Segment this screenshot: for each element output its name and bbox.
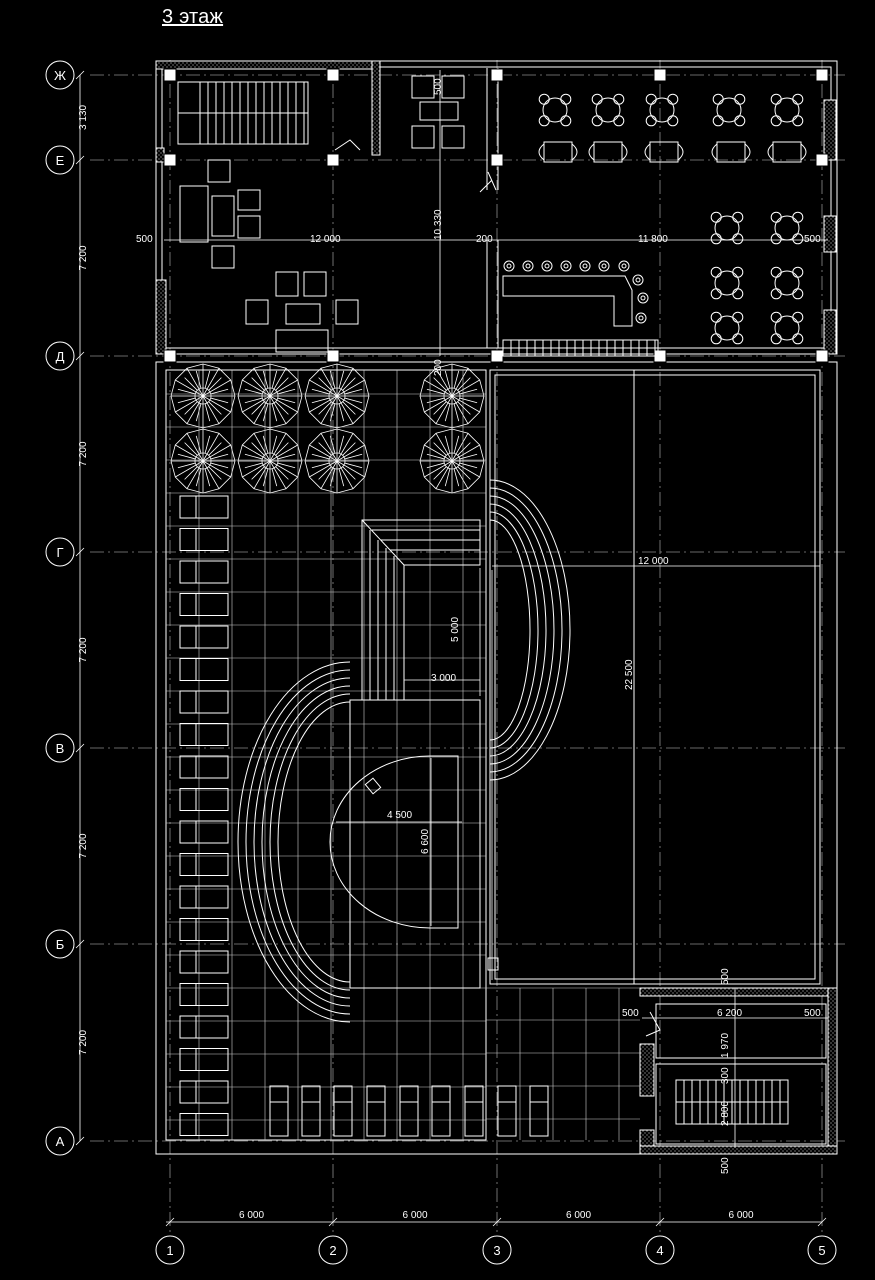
axis-markers: Ж Е Д Г В Б А 1 2 3 4 5 3 130 7 200 7 200 7 200 7 200 7 2… <box>45 60 837 1265</box>
axis-lines <box>90 60 845 1234</box>
dim-500-vert: 500 <box>433 78 444 95</box>
stair-top-left <box>177 81 361 151</box>
axis-row-2: Е <box>45 145 75 175</box>
axis-col-1: 1 <box>155 1235 185 1265</box>
dim-3000: 3 000 <box>431 673 456 684</box>
sun-loungers <box>179 495 549 1137</box>
dim-6600: 6 600 <box>420 829 431 854</box>
axis-row-1: Ж <box>45 60 75 90</box>
dim-2800: 2 800 <box>720 1101 731 1126</box>
axis-row-3: Д <box>45 341 75 371</box>
dim-12000-right: 12 000 <box>638 556 669 567</box>
axis-row-label: Е <box>56 153 65 168</box>
axis-row-label: Д <box>56 349 65 364</box>
dim-500-stair-top: 500 <box>720 968 731 985</box>
col-dimension-label: 6 000 <box>728 1210 753 1221</box>
terrace-paving-grid <box>166 370 640 1140</box>
axis-col-label: 3 <box>493 1243 500 1258</box>
axis-row-label: Б <box>56 937 65 952</box>
axis-col-label: 2 <box>329 1243 336 1258</box>
axis-row-5: В <box>45 733 75 763</box>
lobby-furniture <box>179 159 359 353</box>
dim-1970: 1 970 <box>720 1033 731 1058</box>
dimension-lines <box>75 70 828 1227</box>
dim-11800: 11 800 <box>638 234 668 245</box>
col-dimension-label: 6 000 <box>239 1210 264 1221</box>
axis-col-2: 2 <box>318 1235 348 1265</box>
row-dimension-label: 7 200 <box>78 245 89 270</box>
row-dimension-label: 3 130 <box>78 105 89 130</box>
axis-row-label: А <box>56 1134 65 1149</box>
col-dimension-label: 6 000 <box>402 1210 427 1221</box>
axis-col-label: 5 <box>818 1243 825 1258</box>
axis-row-4: Г <box>45 537 75 567</box>
dim-200-mid: 200 <box>476 234 493 245</box>
row-dimension-label: 7 200 <box>78 441 89 466</box>
parasols <box>170 363 485 494</box>
row-dimension-label: 7 200 <box>78 1030 89 1055</box>
axis-row-6: Б <box>45 929 75 959</box>
dim-22500: 22 500 <box>624 659 635 690</box>
axis-col-label: 1 <box>166 1243 173 1258</box>
dim-4500: 4 500 <box>387 810 412 821</box>
dim-500-stair-right: 500 <box>804 1008 821 1019</box>
pool-and-amphitheatre <box>237 369 821 1023</box>
bar-counter <box>502 260 659 357</box>
axis-col-4: 4 <box>645 1235 675 1265</box>
dim-6200: 6 200 <box>717 1008 742 1019</box>
axis-row-7: А <box>45 1126 75 1156</box>
axis-row-label: Ж <box>54 68 66 83</box>
row-dimension-label: 7 200 <box>78 637 89 662</box>
row-dimension-label: 7 200 <box>78 833 89 858</box>
cafe-tables <box>538 93 807 345</box>
stair-bottom-right <box>645 1003 827 1145</box>
dim-500-right: 500 <box>804 234 821 245</box>
dim-500-stair-left: 500 <box>622 1008 639 1019</box>
plan-title: 3 этаж <box>162 6 224 28</box>
dim-500-stair-bottom: 500 <box>720 1157 731 1174</box>
bar-chairs <box>411 75 497 193</box>
axis-col-label: 4 <box>656 1243 663 1258</box>
dimension-labels: 500 12 000 10 330 200 11 800 500 500 200… <box>136 78 821 1174</box>
axis-row-label: Г <box>56 545 63 560</box>
axis-col-3: 3 <box>482 1235 512 1265</box>
dim-10330: 10 330 <box>433 209 444 240</box>
dim-12000-top: 12 000 <box>310 234 341 245</box>
dim-200-vert: 200 <box>433 359 444 376</box>
axis-col-5: 5 <box>807 1235 837 1265</box>
col-dimension-label: 6 000 <box>566 1210 591 1221</box>
hatched-walls <box>155 60 838 1155</box>
dim-300: 300 <box>720 1067 731 1084</box>
dim-500-left: 500 <box>136 234 153 245</box>
structural-columns <box>163 68 829 363</box>
dim-5000: 5 000 <box>450 617 461 642</box>
axis-row-label: В <box>56 741 65 756</box>
